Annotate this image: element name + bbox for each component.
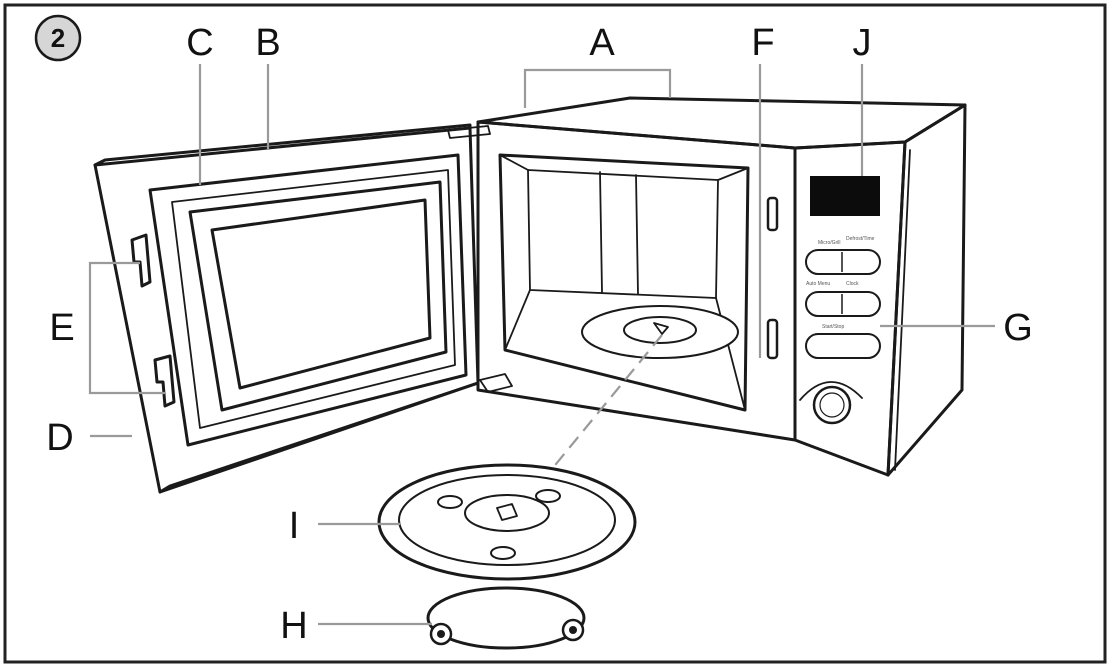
label-c: C: [186, 22, 213, 64]
label-e: E: [49, 307, 74, 349]
label-a: A: [589, 22, 615, 64]
leader-lines: [88, 64, 995, 626]
microwave-door: [93, 123, 513, 494]
label-g: G: [1003, 307, 1033, 349]
panel-button-row-2[interactable]: [805, 291, 881, 317]
turntable-in-cavity: [581, 305, 739, 359]
panel-button-row-1[interactable]: [805, 249, 881, 275]
svg-text:Defrost/Time: Defrost/Time: [846, 236, 875, 242]
microwave-body: [476, 96, 967, 477]
label-f: F: [751, 22, 774, 64]
label-d: D: [46, 417, 73, 459]
figure-number: 2: [51, 23, 65, 53]
display-window: [810, 176, 880, 216]
label-h: H: [280, 605, 307, 647]
control-panel: Micro/Grill Defrost/Time Auto Menu Clock…: [799, 176, 881, 425]
figure-number-badge: 2: [34, 14, 82, 62]
label-i: I: [289, 505, 300, 547]
svg-text:Auto Menu: Auto Menu: [806, 281, 830, 287]
door-latch-slots: [766, 196, 779, 360]
svg-text:Micro/Grill: Micro/Grill: [818, 240, 841, 246]
roller-ring: [426, 586, 586, 650]
label-j: J: [853, 22, 872, 64]
svg-text:Clock: Clock: [846, 281, 859, 287]
svg-text:Start/Stop: Start/Stop: [822, 324, 844, 330]
glass-turntable: [377, 463, 637, 581]
part-labels: A B C D E F G H I J: [46, 22, 1033, 647]
label-b: B: [255, 22, 280, 64]
start-button[interactable]: [805, 333, 881, 359]
